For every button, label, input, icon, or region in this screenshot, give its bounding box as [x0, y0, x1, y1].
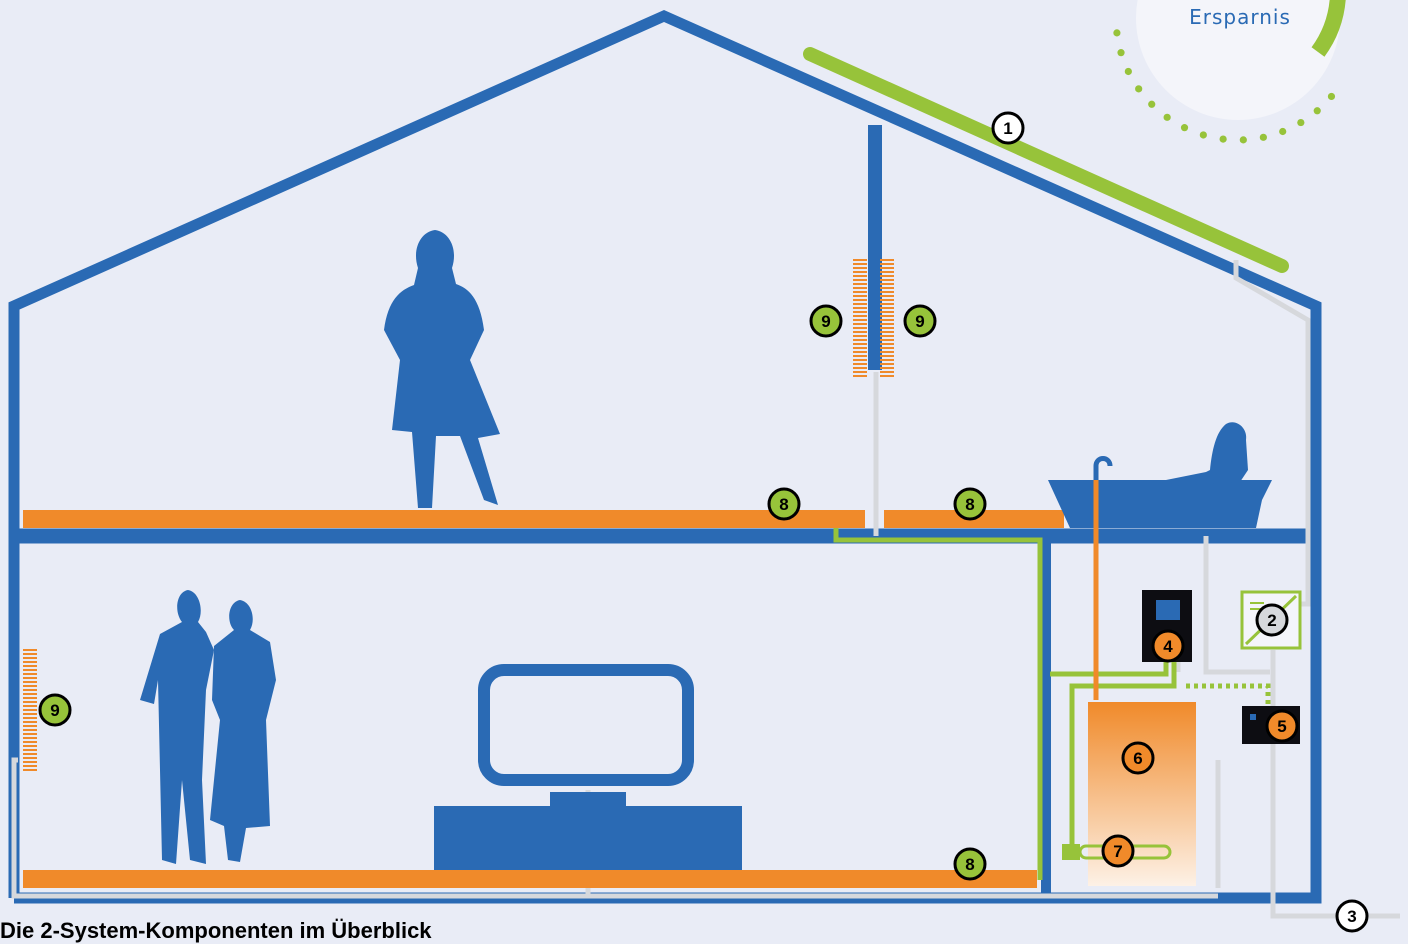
marker-3: 3 — [1335, 899, 1369, 933]
savings-gauge-dot — [1148, 100, 1156, 108]
floor-heating-upper-left — [23, 510, 865, 528]
marker-circle — [991, 111, 1025, 145]
marker-label: 7 — [1113, 842, 1122, 861]
marker-label: 4 — [1163, 637, 1173, 656]
marker-label: 3 — [1347, 907, 1356, 926]
marker-circle — [903, 304, 937, 338]
marker-circle — [809, 304, 843, 338]
marker-label: 8 — [779, 495, 788, 514]
savings-gauge-dot — [1163, 113, 1171, 121]
marker-label: 8 — [965, 495, 974, 514]
solar-panel-icon — [803, 47, 1289, 273]
savings-gauge-dot — [1239, 136, 1247, 144]
marker-4: 4 — [1151, 629, 1185, 663]
marker-circle — [767, 487, 801, 521]
marker-label: 6 — [1133, 749, 1142, 768]
marker-label: 9 — [50, 701, 59, 720]
floor-heating — [23, 510, 1064, 888]
marker-1: 1 — [991, 111, 1025, 145]
savings-gauge-dot — [1327, 92, 1336, 101]
person-silhouette-icon — [384, 230, 500, 508]
savings-gauge-arc — [1311, 0, 1346, 57]
savings-gauge-dot — [1259, 133, 1267, 141]
green-lines — [833, 520, 1271, 880]
savings-gauge-dot — [1113, 29, 1121, 37]
infrared-heater-icon — [853, 259, 867, 377]
marker-8: 8 — [767, 487, 801, 521]
savings-gauge-dot — [1180, 124, 1189, 132]
faucet-icon — [1093, 456, 1113, 480]
marker-7: 7 — [1101, 834, 1135, 868]
savings-gauge-dots — [1113, 29, 1336, 144]
person-silhouette-icon — [210, 600, 276, 862]
savings-gauge-dot — [1279, 127, 1287, 136]
savings-gauge-dot — [1219, 135, 1227, 143]
marker-label: 9 — [821, 312, 830, 331]
tv-cabinet — [434, 806, 742, 870]
marker-2: 2 — [1255, 603, 1289, 637]
marker-label: 1 — [1003, 119, 1012, 138]
marker-circle — [1335, 899, 1369, 933]
grey-pipes — [11, 260, 1400, 919]
person-silhouette-icon — [1166, 422, 1248, 486]
marker-label: 5 — [1277, 717, 1286, 736]
marker-9: 9 — [809, 304, 843, 338]
marker-circle — [953, 487, 987, 521]
infrared-heater-icon — [23, 649, 37, 771]
marker-circle — [38, 693, 72, 727]
inverter-icon — [1240, 590, 1302, 650]
marker-circle — [1121, 741, 1155, 775]
marker-8: 8 — [953, 847, 987, 881]
savings-gauge-dot — [1297, 118, 1305, 127]
savings-gauge-dot — [1135, 85, 1143, 93]
marker-circle — [953, 847, 987, 881]
marker-circle — [1101, 834, 1135, 868]
bathtub-icon — [1048, 422, 1272, 528]
savings-gauge-dot — [1199, 131, 1207, 139]
marker-6: 6 — [1121, 741, 1155, 775]
diagram-caption: Die 2-System-Komponenten im Überblick — [0, 918, 432, 943]
savings-gauge-dot — [1124, 67, 1132, 76]
savings-gauge-disc — [1136, 0, 1340, 120]
person-silhouette-icon — [140, 590, 214, 864]
marker-circle — [1151, 629, 1185, 663]
floor-heating-lower — [23, 870, 1037, 888]
savings-gauge-dot — [1313, 107, 1321, 115]
markers: 1 2 3 4 5 6 7 8 8 8 9 9 9 — [38, 111, 1369, 933]
marker-circle — [1255, 603, 1289, 637]
marker-9: 9 — [38, 693, 72, 727]
marker-label: 8 — [965, 855, 974, 874]
savings-gauge: Ersparnis — [1113, 0, 1346, 144]
marker-label: 9 — [915, 312, 924, 331]
savings-label: Ersparnis — [1189, 5, 1291, 29]
tv-icon — [434, 664, 742, 870]
marker-circle — [1265, 709, 1299, 743]
marker-5: 5 — [1265, 709, 1299, 743]
marker-8: 8 — [953, 487, 987, 521]
marker-9: 9 — [903, 304, 937, 338]
infrared-heater-icon — [880, 259, 894, 377]
marker-label: 2 — [1267, 611, 1276, 630]
savings-gauge-dot — [1117, 49, 1125, 57]
